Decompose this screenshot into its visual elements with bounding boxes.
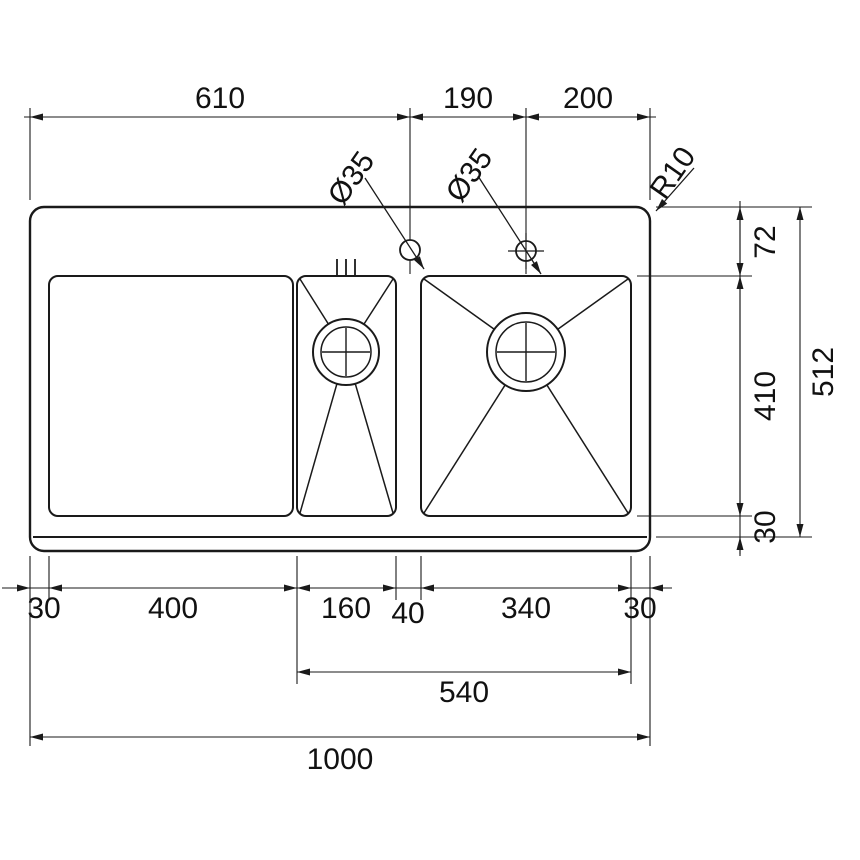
small-bowl-diagonals (299, 278, 394, 514)
dim-label-540: 540 (439, 676, 489, 709)
dim-label-hole1-diameter: Ø35 (322, 146, 382, 211)
dim-label-200: 200 (563, 82, 613, 115)
dim-label-72: 72 (749, 225, 782, 258)
dim-label-610: 610 (195, 82, 245, 115)
large-bowl-drain (486, 312, 566, 392)
small-bowl (296, 275, 397, 517)
dim-label-corner-radius: R10 (644, 141, 703, 205)
leader-lines (364, 167, 695, 275)
dim-label-190: 190 (443, 82, 493, 115)
dim-label-30-right: 30 (749, 510, 782, 543)
sink-body (28, 205, 652, 553)
dim-label-30-left: 30 (27, 592, 60, 625)
sink-outline (28, 205, 652, 553)
hole1-leader (364, 177, 425, 270)
dimension-lines (2, 113, 804, 741)
dim-label-160: 160 (321, 592, 371, 625)
dim-label-1000: 1000 (307, 743, 374, 776)
dim-label-340: 340 (501, 592, 551, 625)
small-bowl-drain (312, 318, 380, 386)
corner-radius-leader (655, 167, 695, 212)
drainboard (48, 275, 294, 517)
dim-label-410: 410 (749, 371, 782, 421)
dimension-labels: 610 190 200 Ø35 Ø35 R10 72 410 30 512 30… (27, 82, 840, 776)
dim-label-hole2-diameter: Ø35 (440, 143, 500, 208)
dim-label-400: 400 (148, 592, 198, 625)
faucet-hole-1 (399, 239, 421, 261)
dim-label-40: 40 (391, 597, 424, 630)
large-bowl (420, 275, 632, 517)
hole2-leader (477, 175, 542, 275)
dim-label-512: 512 (807, 347, 840, 397)
dim-label-30-bottom-right: 30 (623, 592, 656, 625)
overflow-marks (336, 259, 356, 277)
